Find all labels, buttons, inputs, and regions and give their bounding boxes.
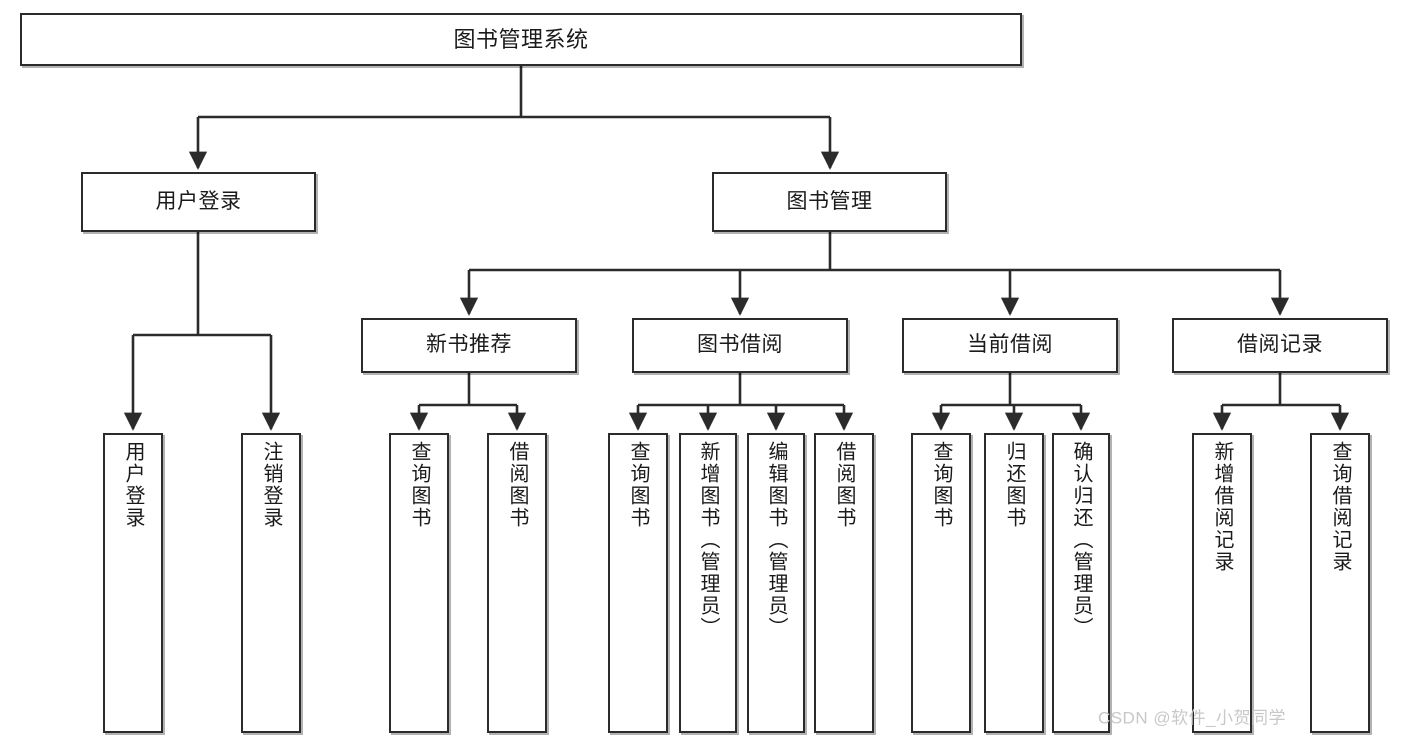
connector-lines <box>123 66 1350 431</box>
node-label: 注销登录 <box>260 441 282 529</box>
node-book-management[interactable]: 图书管理 <box>712 172 947 232</box>
node-label: 用户登录 <box>155 189 242 213</box>
node-label: 新书推荐 <box>426 333 512 357</box>
node-leaf-logout[interactable]: 注销登录 <box>241 433 301 733</box>
node-leaf-user-login[interactable]: 用户登录 <box>103 433 163 733</box>
node-user-login[interactable]: 用户登录 <box>81 172 316 232</box>
node-leaf-borrow-book[interactable]: 借阅图书 <box>814 433 874 733</box>
node-borrow-record[interactable]: 借阅记录 <box>1172 318 1388 373</box>
node-label: 编辑图书（管理员） <box>765 441 787 639</box>
node-label: 图书管理 <box>786 189 873 213</box>
node-label: 借阅图书 <box>506 441 528 529</box>
node-leaf-query-borrow-record[interactable]: 查询借阅记录 <box>1310 433 1370 733</box>
node-label: 图书管理系统 <box>453 26 589 52</box>
node-leaf-confirm-return[interactable]: 确认归还（管理员） <box>1052 433 1110 733</box>
node-root[interactable]: 图书管理系统 <box>20 13 1022 66</box>
node-leaf-borrow-book-recommend[interactable]: 借阅图书 <box>487 433 547 733</box>
node-label: 新增借阅记录 <box>1211 441 1233 573</box>
node-book-borrow[interactable]: 图书借阅 <box>632 318 848 373</box>
node-label: 查询借阅记录 <box>1329 441 1351 573</box>
node-leaf-add-borrow-record[interactable]: 新增借阅记录 <box>1192 433 1252 733</box>
node-label: 图书借阅 <box>697 333 783 357</box>
node-label: 查询图书 <box>930 441 952 529</box>
node-label: 借阅记录 <box>1237 333 1323 357</box>
node-new-book-recommend[interactable]: 新书推荐 <box>361 318 577 373</box>
node-leaf-return-book[interactable]: 归还图书 <box>984 433 1044 733</box>
node-label: 新增图书（管理员） <box>697 441 719 639</box>
node-leaf-query-book-recommend[interactable]: 查询图书 <box>389 433 449 733</box>
node-label: 确认归还（管理员） <box>1070 441 1092 639</box>
node-label: 查询图书 <box>627 441 649 529</box>
node-leaf-add-book[interactable]: 新增图书（管理员） <box>679 433 737 733</box>
node-leaf-query-book-borrow[interactable]: 查询图书 <box>608 433 668 733</box>
node-leaf-query-book-current[interactable]: 查询图书 <box>911 433 971 733</box>
node-current-borrow[interactable]: 当前借阅 <box>902 318 1118 373</box>
node-leaf-edit-book[interactable]: 编辑图书（管理员） <box>747 433 805 733</box>
node-label: 当前借阅 <box>967 333 1053 357</box>
node-label: 用户登录 <box>122 441 144 529</box>
node-label: 归还图书 <box>1003 441 1025 529</box>
node-label: 借阅图书 <box>833 441 855 529</box>
node-label: 查询图书 <box>408 441 430 529</box>
